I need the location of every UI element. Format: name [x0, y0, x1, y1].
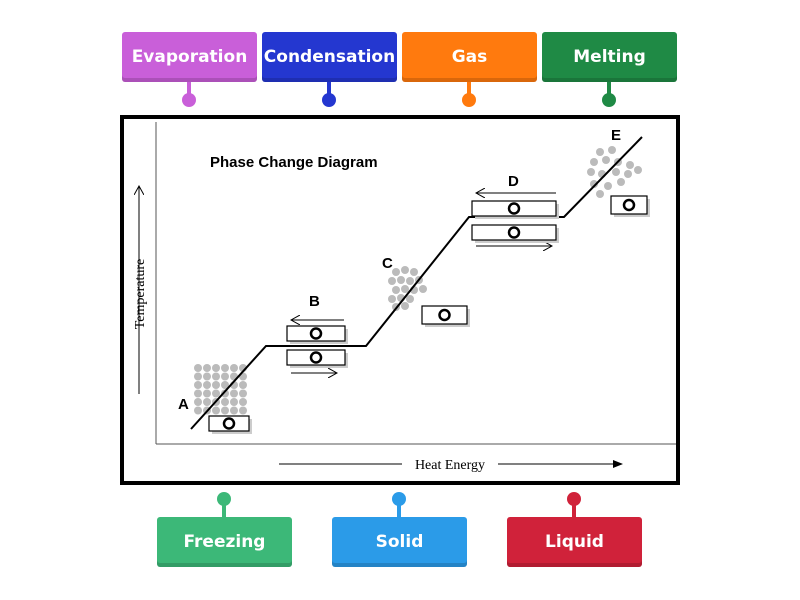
label-evaporation[interactable]: Evaporation: [122, 32, 257, 82]
particle: [602, 156, 610, 164]
drop-target-icon: [438, 308, 451, 322]
drop-target-icon: [309, 351, 323, 364]
particle: [194, 389, 202, 398]
diagram-title: Phase Change Diagram: [210, 154, 378, 171]
drop-target-icon: [507, 226, 521, 239]
particle: [406, 277, 414, 285]
drop-target-icon: [309, 327, 323, 340]
particle: [203, 389, 211, 398]
phase-change-diagram: Temperature Heat Energy Phase Change Dia…: [120, 115, 680, 485]
drop-zone[interactable]: [421, 305, 470, 327]
particle: [608, 146, 616, 154]
particle: [239, 389, 247, 398]
point-c-label: C: [382, 255, 393, 272]
particle: [221, 381, 229, 389]
particle: [212, 406, 220, 415]
pin-icon: [182, 93, 196, 107]
pin-icon: [567, 492, 581, 506]
drop-zone[interactable]: [471, 200, 559, 219]
particle: [194, 364, 202, 372]
particle: [239, 406, 247, 415]
particle: [230, 389, 238, 398]
particle: [612, 168, 620, 176]
particle: [587, 168, 595, 176]
point-b-label: B: [309, 293, 320, 310]
particle: [230, 398, 238, 406]
pin-icon: [602, 93, 616, 107]
particle: [401, 302, 409, 310]
particle: [397, 276, 405, 284]
particle: [596, 190, 604, 198]
particle: [221, 364, 229, 372]
particle: [392, 286, 400, 294]
particle: [221, 406, 229, 415]
particle: [590, 180, 598, 188]
point-e-label: E: [611, 127, 621, 144]
drop-zone[interactable]: [286, 349, 348, 368]
pin-icon: [217, 492, 231, 506]
heating-curve: [190, 136, 643, 430]
particle: [194, 372, 202, 381]
particle: [617, 178, 625, 186]
label-liquid[interactable]: Liquid: [507, 517, 642, 567]
pin-icon: [392, 492, 406, 506]
particle: [221, 389, 229, 398]
particle: [230, 364, 238, 372]
particle: [203, 364, 211, 372]
drop-target-icon: [222, 417, 236, 430]
particle: [388, 277, 396, 285]
point-d-label: D: [508, 173, 519, 190]
diagram-svg: Temperature Heat Energy Phase Change Dia…: [133, 122, 676, 473]
particle: [212, 364, 220, 372]
particle: [203, 381, 211, 389]
particle: [203, 398, 211, 406]
pin-icon: [322, 93, 336, 107]
drop-zone[interactable]: [208, 415, 252, 434]
label-gas[interactable]: Gas: [402, 32, 537, 82]
y-axis-label: Temperature: [133, 259, 148, 330]
particle: [194, 381, 202, 389]
particle: [590, 158, 598, 166]
particle: [212, 372, 220, 381]
particle: [194, 398, 202, 406]
particle: [392, 268, 400, 276]
drop-zone[interactable]: [286, 325, 348, 344]
particle: [221, 372, 229, 381]
particle: [596, 148, 604, 156]
particle: [401, 266, 409, 274]
particle: [212, 381, 220, 389]
particle: [626, 161, 634, 169]
particle: [194, 406, 202, 415]
particle: [410, 268, 418, 276]
pin-icon: [462, 93, 476, 107]
label-freezing[interactable]: Freezing: [157, 517, 292, 567]
drop-zone[interactable]: [610, 195, 650, 217]
particle: [239, 398, 247, 406]
particle: [401, 285, 409, 293]
particle: [221, 398, 229, 406]
point-a-label: A: [178, 396, 189, 413]
particle: [419, 285, 427, 293]
drop-target-icon: [622, 198, 636, 212]
particle: [634, 166, 642, 174]
label-condensation[interactable]: Condensation: [262, 32, 397, 82]
particle: [212, 389, 220, 398]
particle: [239, 381, 247, 389]
drop-zone[interactable]: [471, 224, 559, 243]
particle: [406, 295, 414, 303]
particle: [203, 372, 211, 381]
drop-target-icon: [507, 202, 521, 215]
particle: [604, 182, 612, 190]
label-solid[interactable]: Solid: [332, 517, 467, 567]
particle: [230, 406, 238, 415]
particle: [388, 295, 396, 303]
x-axis-label: Heat Energy: [415, 458, 485, 473]
particle: [624, 170, 632, 178]
label-melting[interactable]: Melting: [542, 32, 677, 82]
